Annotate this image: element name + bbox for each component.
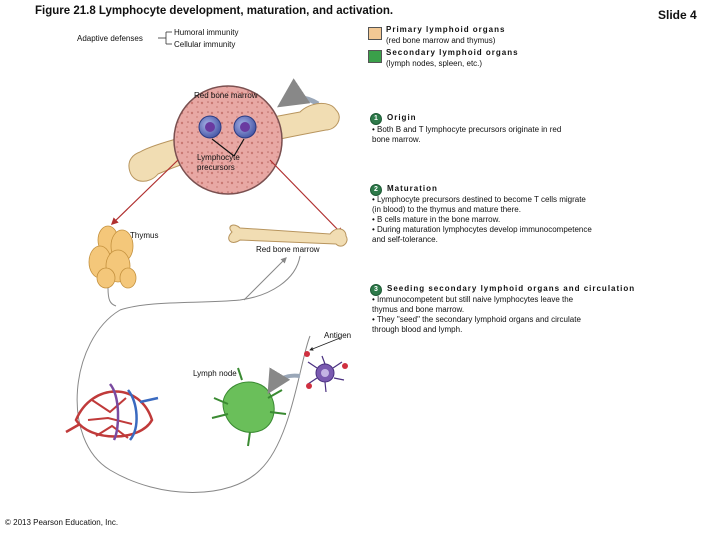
red-bone-marrow-mid-label: Red bone marrow bbox=[256, 245, 320, 254]
secondary-lymphoid-sub: (lymph nodes, spleen, etc.) bbox=[386, 59, 483, 68]
red-bone-marrow-top-label: Red bone marrow bbox=[194, 91, 258, 100]
step-2-badge: 2 bbox=[370, 184, 382, 196]
step-3-title: Seeding secondary lymphoid organs and ci… bbox=[387, 284, 636, 293]
humoral-immunity-label: Humoral immunity bbox=[174, 28, 239, 37]
antigen-particles bbox=[304, 351, 348, 389]
step-1-badge: 1 bbox=[370, 113, 382, 125]
step-3-bullet: • Immunocompetent but still naive lympho… bbox=[372, 295, 574, 304]
step-2-bullet: • During maturation lymphocytes develop … bbox=[372, 225, 592, 234]
adaptive-defenses-label: Adaptive defenses bbox=[77, 34, 143, 43]
step-1-title: Origin bbox=[387, 113, 417, 122]
origin-arrow bbox=[277, 78, 320, 108]
secondary-lymphoid-title: Secondary lymphoid organs bbox=[386, 48, 519, 57]
marrow-magnifier bbox=[173, 85, 283, 195]
step-2-bullet: and self-tolerance. bbox=[372, 235, 438, 244]
thymus-label: Thymus bbox=[130, 231, 159, 240]
step-3-bullet: • They "seed" the secondary lymphoid org… bbox=[372, 315, 581, 324]
precursor-cell-1 bbox=[198, 115, 222, 139]
step-3-bullet: thymus and bone marrow. bbox=[372, 305, 465, 314]
lymphocyte-precursors-label-2: precursors bbox=[197, 163, 235, 172]
step-2-bullet: • Lymphocyte precursors destined to beco… bbox=[372, 195, 586, 204]
step-3-badge: 3 bbox=[370, 284, 382, 296]
thymus-organ bbox=[88, 225, 137, 289]
capillary-network bbox=[65, 383, 159, 441]
arrow-to-thymus bbox=[110, 159, 179, 226]
defenses-bracket bbox=[158, 31, 172, 45]
primary-lymphoid-sub: (red bone marrow and thymus) bbox=[386, 36, 496, 45]
antigen-label: Antigen bbox=[324, 331, 352, 340]
lymph-node-label: Lymph node bbox=[193, 369, 237, 378]
step-2-bullet: (in blood) to the thymus and mature ther… bbox=[372, 205, 521, 214]
figure-title: Figure 21.8 Lymphocyte development, matu… bbox=[35, 5, 394, 17]
primary-lymphoid-title: Primary lymphoid organs bbox=[386, 25, 506, 34]
precursor-cell-2 bbox=[233, 115, 257, 139]
lymph-node-organ bbox=[211, 367, 287, 447]
step-2-title: Maturation bbox=[387, 184, 438, 193]
lymphocyte-precursors-label-1: Lymphocyte bbox=[197, 153, 240, 162]
antigen-arrow bbox=[267, 367, 301, 395]
cellular-immunity-label: Cellular immunity bbox=[174, 40, 236, 49]
step-1-bullet: • Both B and T lymphocyte precursors ori… bbox=[372, 125, 562, 134]
bone-middle bbox=[228, 224, 348, 247]
circulation-loop bbox=[76, 255, 311, 493]
arrow-to-bone bbox=[269, 159, 344, 236]
slide-number: Slide 4 bbox=[658, 8, 697, 22]
primary-lymphoid-swatch bbox=[368, 27, 382, 40]
antigen-presenting-cell bbox=[307, 355, 345, 393]
step-2-bullet: • B cells mature in the bone marrow. bbox=[372, 215, 501, 224]
secondary-lymphoid-swatch bbox=[368, 50, 382, 63]
step-3-bullet: through blood and lymph. bbox=[372, 325, 463, 334]
copyright: © 2013 Pearson Education, Inc. bbox=[5, 518, 119, 527]
step-1-bullet: bone marrow. bbox=[372, 135, 421, 144]
